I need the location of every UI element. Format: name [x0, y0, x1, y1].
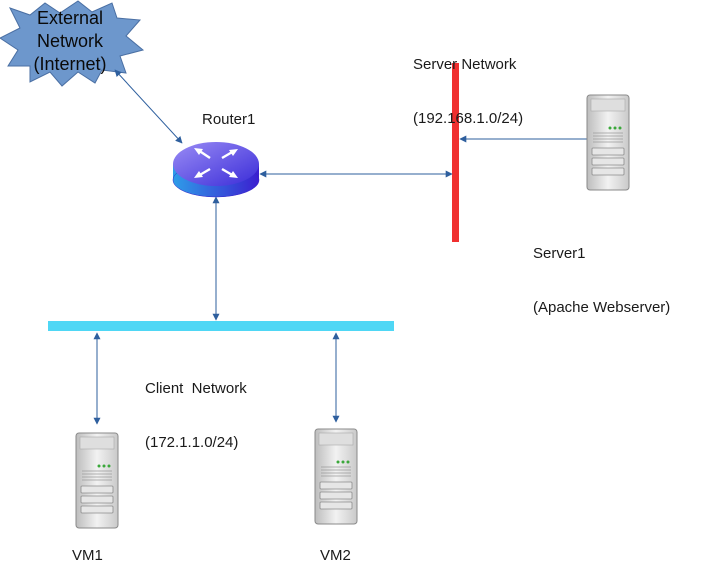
router-label: Router1	[202, 111, 256, 128]
server-network-bar	[452, 63, 459, 242]
internet-label-line3: (Internet)	[33, 54, 107, 74]
vm1-label: VM1	[72, 547, 103, 564]
server1-name: Server1	[533, 245, 586, 262]
vm2-icon	[314, 428, 358, 525]
server-network-label: Server Network (192.168.1.0/24)	[413, 20, 523, 164]
client-network-label: Client Network (172.1.1.0/24)	[145, 344, 247, 488]
router-icon	[172, 142, 260, 198]
link-internet-router	[114, 69, 183, 144]
client-network-name: Client Network	[145, 380, 247, 397]
internet-label-line2: Network	[36, 31, 103, 51]
server-network-subnet: (192.168.1.0/24)	[413, 110, 524, 127]
client-network-subnet: (172.1.1.0/24)	[145, 434, 239, 451]
vm2-label: VM2	[320, 547, 351, 564]
server1-icon	[586, 94, 630, 191]
server-network-name: Server Network	[413, 56, 517, 73]
vm1-icon	[75, 432, 119, 529]
client-network-bar	[48, 321, 394, 331]
internet-label-line1: External	[36, 8, 104, 28]
internet-label: External Network (Internet)	[0, 7, 145, 76]
server1-label: Server1 (Apache Webserver)	[533, 209, 670, 353]
server1-description: (Apache Webserver)	[533, 299, 671, 316]
